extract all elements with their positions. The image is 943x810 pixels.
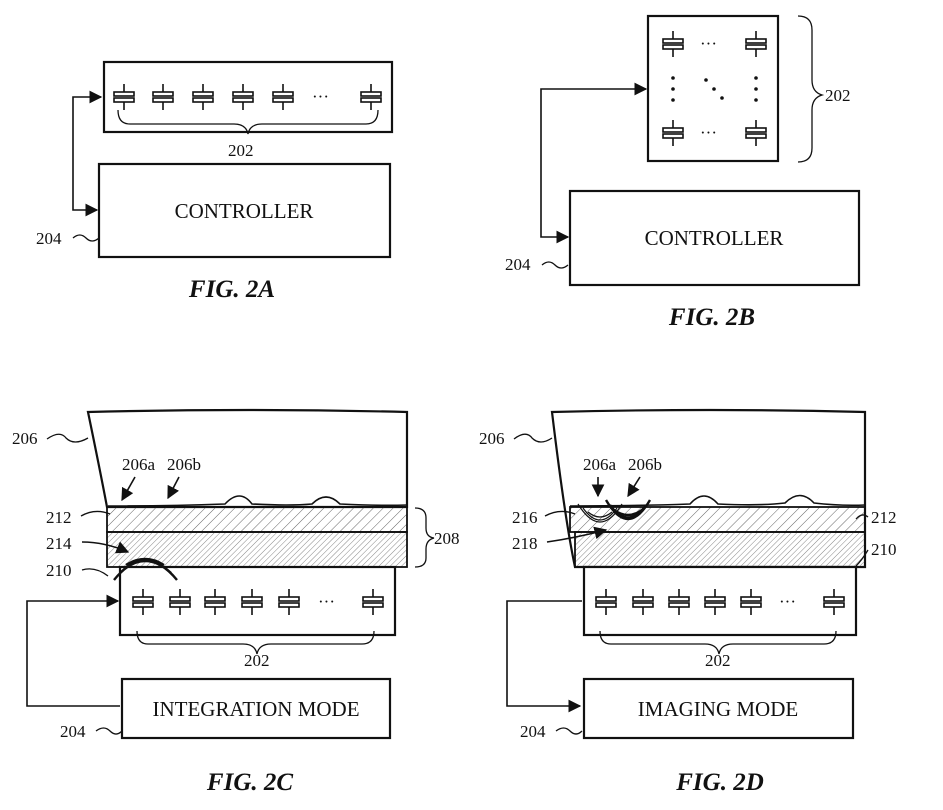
wave-arcs (113, 557, 178, 581)
connector (26, 594, 120, 707)
ref-206b: 206b (167, 455, 201, 474)
bidirectional-connector (540, 82, 648, 244)
leader-line (544, 510, 576, 517)
ref-212: 212 (871, 508, 897, 527)
transducer-array-box (102, 60, 394, 134)
leader-line (46, 433, 89, 443)
mode-label: INTEGRATION MODE (152, 697, 359, 721)
finger-surface (107, 495, 408, 507)
figure-2a: ··· 202 CONTROLLER 204 FIG. 2A (36, 60, 394, 303)
ref-202: 202 (825, 86, 851, 105)
ellipsis: ··· (779, 592, 796, 611)
leader-206a (121, 476, 136, 502)
stack-brace (414, 507, 435, 568)
ref-218: 218 (512, 534, 538, 553)
array-brace (117, 109, 379, 135)
ref-206: 206 (12, 429, 38, 448)
controller-label: CONTROLLER (645, 226, 784, 250)
array-brace (797, 15, 825, 163)
leader-206b (627, 476, 641, 498)
ref-202: 202 (705, 651, 731, 670)
ref-204: 204 (520, 722, 546, 741)
leader-214 (81, 541, 130, 554)
ref-212: 212 (46, 508, 72, 527)
controller-box (97, 162, 392, 259)
layer-212 (569, 506, 866, 533)
ref-214: 214 (46, 534, 72, 553)
wave-arcs (577, 499, 652, 523)
vertical-ellipsis (671, 76, 758, 102)
ellipsis: ··· (700, 123, 717, 142)
ref-206a: 206a (583, 455, 617, 474)
controller-label: CONTROLLER (175, 199, 314, 223)
ref-206a: 206a (122, 455, 156, 474)
figure-2b: ··· ··· 202 CONTROLLER 204 FIG. 2B (505, 14, 861, 331)
finger (86, 408, 409, 509)
ref-204: 204 (36, 229, 62, 248)
leader-line (80, 510, 111, 517)
caption: FIG. 2C (206, 769, 293, 796)
leader-line (81, 568, 109, 577)
figure-2d: ··· 202 IMAGING MODE 206 206a 206b 216 2… (479, 408, 897, 796)
mode-box (582, 677, 855, 740)
ref-204: 204 (60, 722, 86, 741)
mode-label: IMAGING MODE (638, 697, 798, 721)
ellipsis: ··· (312, 87, 329, 106)
layer-212 (106, 506, 408, 533)
leader-218 (546, 526, 608, 543)
leader-line (72, 234, 100, 242)
ref-206b: 206b (628, 455, 662, 474)
ref-210: 210 (871, 540, 897, 559)
caption: FIG. 2D (675, 769, 764, 796)
array-brace (599, 630, 837, 655)
caption: FIG. 2B (668, 304, 755, 331)
layer-210 (574, 531, 866, 568)
caption: FIG. 2A (188, 276, 275, 303)
leader-line (95, 727, 123, 735)
ellipsis: ··· (318, 592, 335, 611)
array-brace (136, 630, 375, 655)
leader-line (855, 514, 869, 520)
ref-210: 210 (46, 561, 72, 580)
finger-surface (569, 494, 866, 507)
ref-202: 202 (228, 141, 254, 160)
mode-box (120, 677, 392, 740)
connector (506, 600, 582, 713)
leader-line (555, 727, 583, 735)
leader-line (855, 549, 869, 567)
leader-206b (167, 476, 180, 500)
leader-line (541, 261, 569, 269)
ref-204: 204 (505, 255, 531, 274)
leader-line (513, 433, 553, 443)
bidirectional-connector (72, 90, 103, 217)
figure-2c: ··· 202 INTEGRATION MODE 206 206a 206b 2… (12, 408, 460, 796)
ref-206: 206 (479, 429, 505, 448)
ref-202: 202 (244, 651, 270, 670)
ellipsis: ··· (700, 34, 717, 53)
ref-216: 216 (512, 508, 538, 527)
ref-208: 208 (434, 529, 460, 548)
